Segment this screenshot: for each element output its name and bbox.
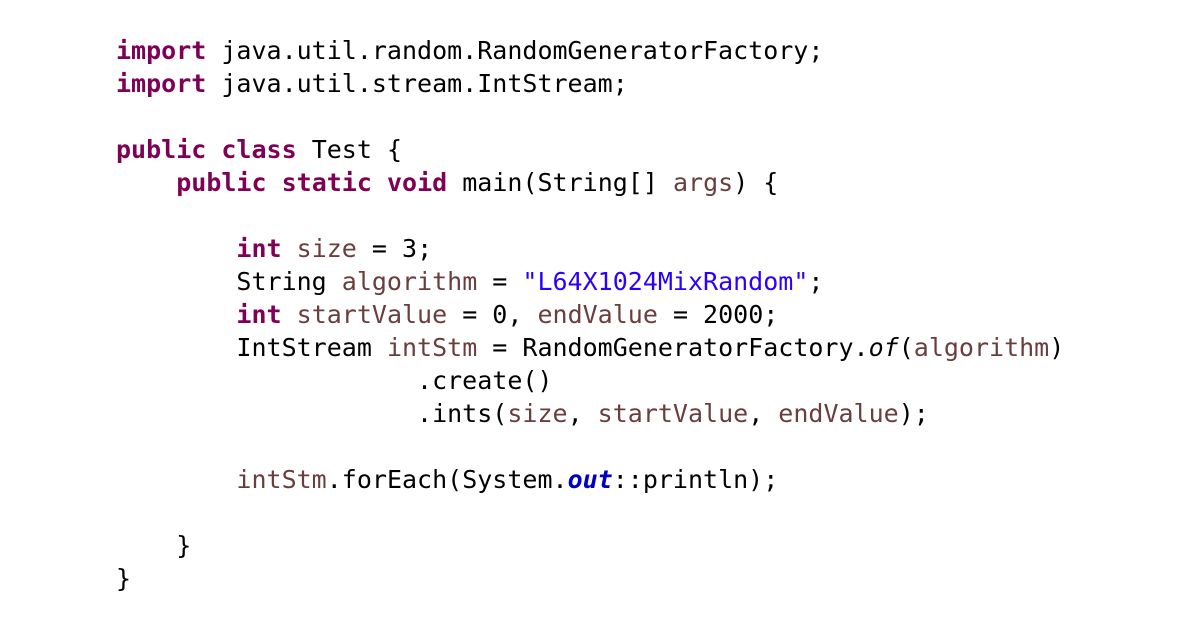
string-literal-token: "L64X1024MixRandom" (522, 267, 809, 296)
code-line: IntStream intStm = RandomGeneratorFactor… (116, 331, 1064, 364)
keyword-token: public (116, 135, 207, 164)
code-token: ( (898, 333, 914, 362)
variable-token: intStm (386, 333, 478, 362)
code-line: } (116, 562, 1064, 595)
code-token (116, 168, 176, 197)
static-field-token: out (567, 465, 613, 494)
code-line (116, 199, 1064, 232)
code-token: Test { (296, 135, 402, 164)
code-token: = 2000; (657, 300, 779, 329)
variable-token: algorithm (913, 333, 1050, 362)
code-token: ); (898, 399, 929, 428)
code-token: , (748, 399, 779, 428)
keyword-token: import (116, 36, 207, 65)
code-line: .ints(size, startValue, endValue); (116, 397, 1064, 430)
code-line: public static void main(String[] args) { (116, 166, 1064, 199)
code-token (282, 300, 297, 329)
keyword-token: import (116, 69, 207, 98)
code-line (116, 430, 1064, 463)
code-token: ; (808, 267, 824, 296)
keyword-token: int (236, 300, 282, 329)
code-token (372, 168, 387, 197)
variable-token: startValue (597, 399, 749, 428)
variable-token: args (672, 168, 734, 197)
code-line: String algorithm = "L64X1024MixRandom"; (116, 265, 1064, 298)
code-token (116, 234, 236, 263)
code-token: } (116, 531, 192, 560)
code-line: int startValue = 0, endValue = 2000; (116, 298, 1064, 331)
code-token (206, 135, 221, 164)
variable-token: endValue (778, 399, 899, 428)
static-method-token: of (868, 333, 899, 362)
code-token: } (116, 564, 132, 593)
code-line: int size = 3; (116, 232, 1064, 265)
code-token: IntStream (116, 333, 387, 362)
code-token: main(String[] (447, 168, 673, 197)
code-line: } (116, 529, 1064, 562)
keyword-token: class (221, 135, 297, 164)
code-line (116, 496, 1064, 529)
keyword-token: public (176, 168, 267, 197)
code-line: import java.util.stream.IntStream; (116, 67, 1064, 100)
code-line: import java.util.random.RandomGeneratorF… (116, 34, 1064, 67)
code-token: , (567, 399, 598, 428)
code-token: = 0, (447, 300, 538, 329)
code-token: = 3; (356, 234, 433, 263)
keyword-token: void (386, 168, 448, 197)
variable-token: algorithm (341, 267, 478, 296)
keyword-token: static (281, 168, 372, 197)
code-token (282, 234, 297, 263)
code-token (116, 300, 236, 329)
variable-token: endValue (537, 300, 658, 329)
variable-token: size (507, 399, 568, 428)
code-token (267, 168, 282, 197)
code-token: ) { (733, 168, 779, 197)
code-token: .create() (116, 366, 553, 395)
variable-token: startValue (296, 300, 448, 329)
code-token: java.util.random.RandomGeneratorFactory; (206, 36, 824, 65)
code-token: .forEach(System. (326, 465, 568, 494)
variable-token: intStm (236, 465, 327, 494)
code-editor[interactable]: import java.util.random.RandomGeneratorF… (116, 34, 1064, 595)
code-token: .ints( (116, 399, 508, 428)
variable-token: size (296, 234, 357, 263)
code-line: intStm.forEach(System.out::println); (116, 463, 1064, 496)
code-token: = RandomGeneratorFactory. (477, 333, 869, 362)
code-token: ::println); (612, 465, 779, 494)
code-token: ) (1049, 333, 1065, 362)
code-token: String (116, 267, 342, 296)
code-line: .create() (116, 364, 1064, 397)
code-token (116, 465, 236, 494)
code-token: java.util.stream.IntStream; (206, 69, 628, 98)
keyword-token: int (236, 234, 282, 263)
code-line (116, 100, 1064, 133)
code-token: = (477, 267, 523, 296)
code-line: public class Test { (116, 133, 1064, 166)
